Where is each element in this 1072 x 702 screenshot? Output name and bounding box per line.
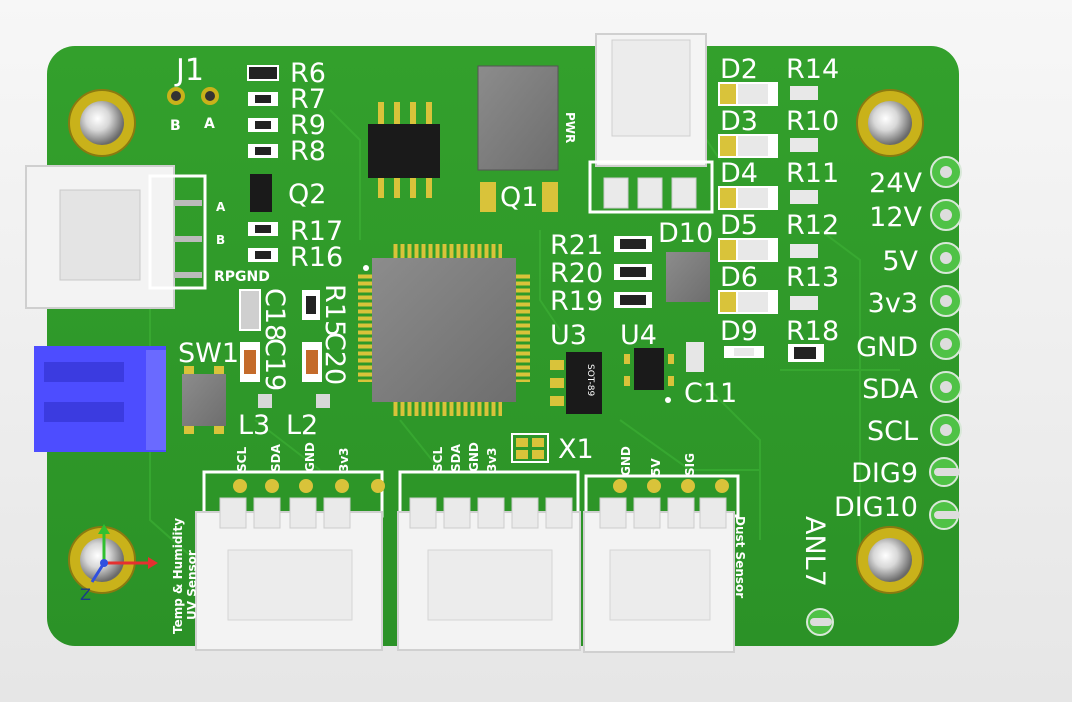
j1-pin-b: B bbox=[170, 118, 181, 134]
conn3-pin-5v: 5V bbox=[649, 458, 663, 476]
pwr-regulator bbox=[477, 65, 559, 171]
conn2-pin-gnd: GND bbox=[467, 442, 481, 472]
r11-label: R11 bbox=[786, 158, 839, 189]
q2-label: Q2 bbox=[288, 179, 326, 210]
left-conn-pin-a: A bbox=[216, 200, 226, 214]
u3-marking: SOT-89 bbox=[585, 364, 595, 396]
soic8-chip bbox=[368, 102, 440, 198]
conn2-pin-3v3: 3v3 bbox=[485, 447, 499, 472]
sensor-label-dust: Dust Sensor bbox=[733, 516, 747, 598]
r12-label: R12 bbox=[786, 210, 839, 241]
r6-label: R6 bbox=[290, 58, 326, 89]
pin-5v-label: 5V bbox=[882, 246, 918, 277]
left-connector bbox=[25, 165, 207, 309]
d5-label: D5 bbox=[720, 210, 758, 241]
pin-24v-label: 24V bbox=[869, 168, 922, 199]
resistor-array-mid bbox=[614, 236, 652, 308]
conn2-pin-sda: SDA bbox=[449, 443, 463, 472]
r10-label: R10 bbox=[786, 106, 839, 137]
conn2-pin-scl: SCL bbox=[431, 447, 445, 472]
sensor-label-uv: UV Sensor bbox=[185, 550, 199, 620]
l2-inductor bbox=[316, 394, 330, 408]
bottom-connector-3 bbox=[583, 474, 740, 653]
blue-switch-connector bbox=[34, 346, 166, 452]
r16-label: R16 bbox=[290, 242, 343, 273]
mounting-hole-top-left bbox=[68, 89, 136, 157]
c18-label: C18 bbox=[259, 288, 290, 341]
edge-pin-pads bbox=[929, 156, 962, 530]
pwr-label: PWR bbox=[563, 112, 577, 143]
r15-label: R15 bbox=[319, 284, 350, 337]
conn1-pin-gnd: GND bbox=[303, 442, 317, 472]
r13-label: R13 bbox=[786, 262, 839, 293]
bottom-connector-2 bbox=[397, 470, 581, 651]
c11-label: C11 bbox=[684, 378, 737, 409]
resistor-column-right bbox=[788, 86, 824, 362]
d2-label: D2 bbox=[720, 54, 758, 85]
j1-header bbox=[167, 87, 219, 105]
d4-label: D4 bbox=[720, 158, 758, 189]
d10-diode bbox=[666, 252, 710, 302]
bottom-connector-1 bbox=[195, 470, 385, 651]
c20-label: C20 bbox=[319, 332, 350, 385]
pin-dig9-label: DIG9 bbox=[851, 458, 918, 489]
power-connector bbox=[588, 33, 714, 214]
pin-3v3-label: 3v3 bbox=[868, 288, 918, 319]
u4-ic bbox=[624, 348, 674, 390]
conn3-pin-sig: SIG bbox=[683, 453, 697, 476]
c19-label: C19 bbox=[259, 338, 290, 391]
q1-label: Q1 bbox=[500, 182, 538, 213]
r7-label: R7 bbox=[290, 84, 326, 115]
x1-label: X1 bbox=[558, 434, 594, 465]
x1-crystal bbox=[511, 433, 549, 463]
r8-label: R8 bbox=[290, 136, 326, 167]
conn1-pin-scl: SCL bbox=[235, 447, 249, 472]
left-conn-pin-b: B bbox=[216, 233, 225, 247]
conn1-pin-3v3: 3v3 bbox=[337, 447, 351, 472]
r18-label: R18 bbox=[786, 316, 839, 347]
main-mcu-qfp bbox=[358, 244, 530, 416]
r19-label: R19 bbox=[550, 286, 603, 317]
d10-label: D10 bbox=[658, 218, 713, 249]
passives-left bbox=[239, 289, 322, 382]
l2-label: L2 bbox=[286, 410, 318, 441]
anl7-label: ANL7 bbox=[799, 516, 830, 587]
resistor-stack-left bbox=[247, 65, 279, 158]
q2-transistor bbox=[250, 174, 272, 212]
l3-label: L3 bbox=[238, 410, 270, 441]
mounting-hole-top-right bbox=[856, 89, 924, 157]
led-column bbox=[718, 82, 778, 358]
u3-label: U3 bbox=[550, 320, 587, 351]
u4-label: U4 bbox=[620, 320, 657, 351]
sensor-label-temp-humidity: Temp & Humidity bbox=[171, 518, 185, 634]
r21-label: R21 bbox=[550, 230, 603, 261]
axis-triad bbox=[90, 524, 158, 583]
d3-label: D3 bbox=[720, 106, 758, 137]
r14-label: R14 bbox=[786, 54, 839, 85]
j1-pin-a: A bbox=[204, 116, 215, 132]
j1-label: J1 bbox=[174, 53, 204, 88]
c11-capacitor bbox=[686, 342, 704, 372]
sw1-switch bbox=[182, 366, 226, 434]
d9-label: D9 bbox=[720, 316, 758, 347]
l3-inductor bbox=[258, 394, 272, 408]
r20-label: R20 bbox=[550, 258, 603, 289]
r9-label: R9 bbox=[290, 110, 326, 141]
pin-dig10-label: DIG10 bbox=[834, 492, 918, 523]
sw1-label: SW1 bbox=[178, 338, 239, 369]
conn3-pin-gnd: GND bbox=[619, 446, 633, 476]
pin-12v-label: 12V bbox=[869, 202, 922, 233]
conn1-pin-sda: SDA bbox=[269, 443, 283, 472]
axis-z-label: Z bbox=[80, 585, 91, 604]
mounting-hole-bottom-right bbox=[856, 526, 924, 594]
pin-scl-label: SCL bbox=[867, 416, 918, 447]
pin-gnd-label: GND bbox=[856, 332, 918, 363]
d6-label: D6 bbox=[720, 262, 758, 293]
r17-label: R17 bbox=[290, 216, 343, 247]
pin-sda-label: SDA bbox=[862, 374, 918, 405]
rpgnd-label: RPGND bbox=[214, 269, 270, 285]
u3-ic bbox=[550, 352, 602, 414]
